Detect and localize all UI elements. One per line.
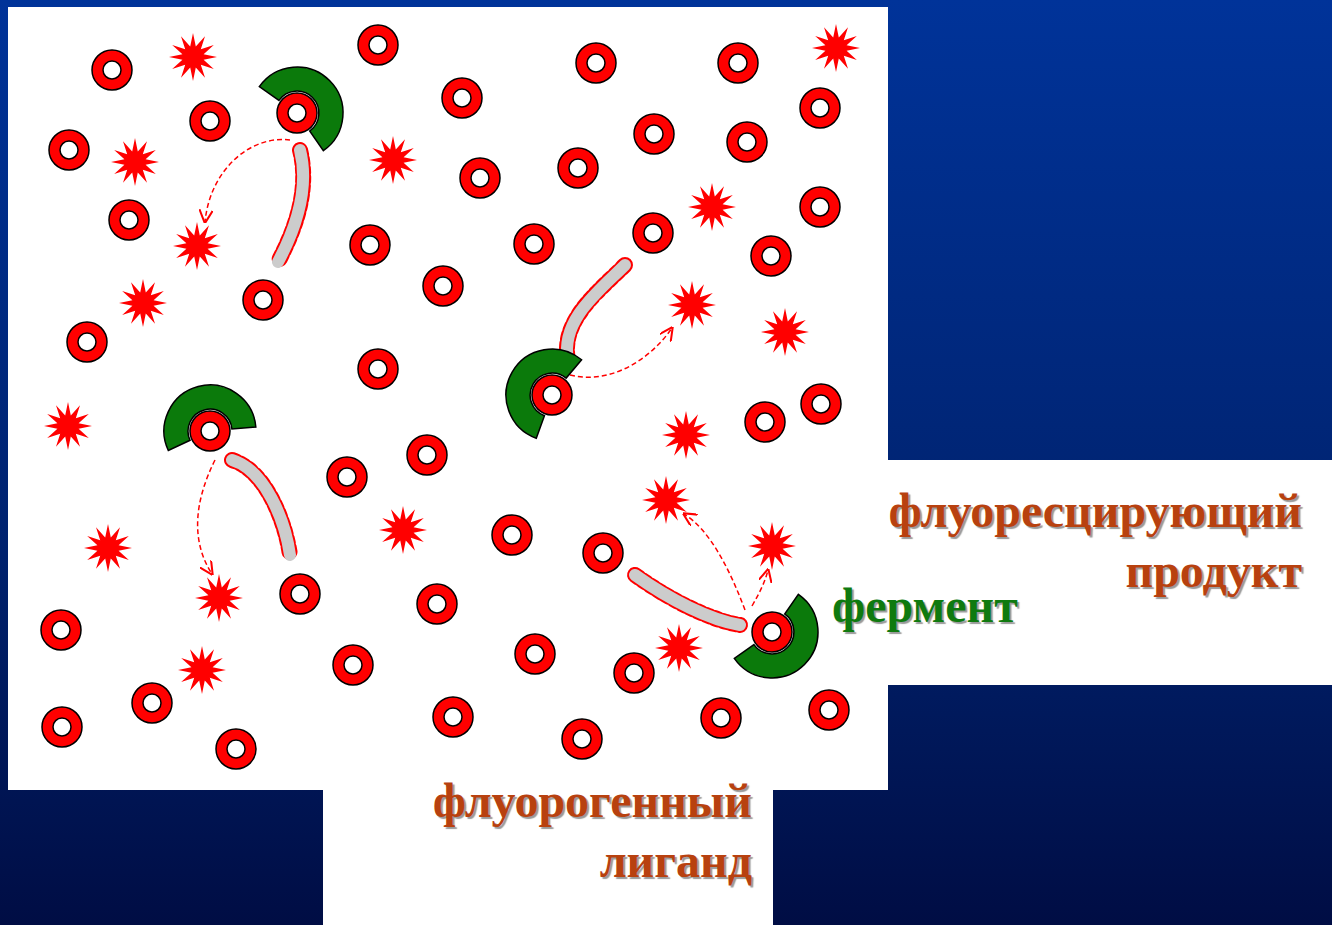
- ligand-ring: [800, 88, 840, 128]
- ligand-ring: [216, 729, 256, 769]
- ligand-ring: [190, 411, 230, 451]
- dashed-arrow: [684, 514, 745, 610]
- ligand-ring: [633, 213, 673, 253]
- enzyme-shape: [489, 332, 582, 439]
- product-star: [369, 136, 417, 184]
- ligand-ring: [277, 93, 317, 133]
- product-star: [119, 279, 167, 327]
- enzyme-shape: [734, 594, 837, 697]
- enzyme-shape: [154, 375, 257, 451]
- ligand-ring: [634, 114, 674, 154]
- ligand-ring: [49, 130, 89, 170]
- ligand-ring: [407, 435, 447, 475]
- product-star: [668, 281, 716, 329]
- product-band: [635, 575, 740, 625]
- ligand-ring: [423, 266, 463, 306]
- product-star: [178, 646, 226, 694]
- enzyme-label: фермент: [832, 576, 1018, 636]
- product-band-outline: [278, 150, 303, 262]
- dashed-arrow: [205, 140, 290, 222]
- ligand-ring: [460, 158, 500, 198]
- product-band-outline: [567, 265, 625, 360]
- ligand-ring: [280, 574, 320, 614]
- product-star: [812, 24, 860, 72]
- dashed-arrow: [570, 328, 672, 377]
- product-star: [84, 524, 132, 572]
- product-band-outline: [635, 575, 740, 625]
- ligand-ring: [800, 187, 840, 227]
- ligand-ring: [614, 653, 654, 693]
- ligand-ring: [41, 610, 81, 650]
- product-star: [761, 308, 809, 356]
- enzyme: [259, 48, 362, 151]
- ligand-ring: [801, 384, 841, 424]
- dashed-arrow: [198, 460, 215, 574]
- product-star: [379, 506, 427, 554]
- product-star: [688, 183, 736, 231]
- ligand-ring: [751, 236, 791, 276]
- enzyme: [154, 375, 257, 451]
- product-star: [169, 33, 217, 81]
- ligand-ring: [190, 101, 230, 141]
- dashed-arrow: [752, 570, 768, 606]
- ligand-ring: [333, 645, 373, 685]
- product-band: [278, 150, 303, 262]
- product-star: [44, 402, 92, 450]
- ligand-ring: [92, 50, 132, 90]
- ligand-ring: [442, 78, 482, 118]
- ligand-ring: [109, 200, 149, 240]
- ligand-ring: [718, 43, 758, 83]
- enzyme: [489, 332, 582, 439]
- ligand-ring: [358, 25, 398, 65]
- ligand-ring: [515, 634, 555, 674]
- ligand-ring: [492, 515, 532, 555]
- ligand-ring: [809, 690, 849, 730]
- ligand-ring: [532, 375, 572, 415]
- ligand-ring: [583, 533, 623, 573]
- product-star: [655, 624, 703, 672]
- ligand-ring: [752, 612, 792, 652]
- ligand-ring: [358, 349, 398, 389]
- ligand-ring: [350, 225, 390, 265]
- enzyme: [734, 594, 837, 697]
- product-star: [748, 522, 796, 570]
- product-band: [232, 460, 290, 555]
- product-star: [662, 411, 710, 459]
- ligand-ring: [433, 697, 473, 737]
- product-star: [642, 476, 690, 524]
- ligand-ring: [576, 43, 616, 83]
- ligand-ring: [745, 402, 785, 442]
- ligand-ring: [562, 719, 602, 759]
- ligand-ring: [243, 280, 283, 320]
- ligand-ring: [327, 457, 367, 497]
- ligand-ring: [67, 322, 107, 362]
- ligand-ring: [727, 122, 767, 162]
- product-band: [567, 265, 625, 360]
- ligand-label: флуорогенный лиганд: [433, 771, 752, 891]
- ligand-ring: [417, 584, 457, 624]
- product-star: [195, 574, 243, 622]
- product-band-outline: [232, 460, 290, 555]
- product-star: [111, 138, 159, 186]
- ligand-ring: [701, 698, 741, 738]
- ligand-ring: [514, 224, 554, 264]
- product-star: [173, 222, 221, 270]
- white-panel: [888, 460, 1332, 685]
- ligand-ring: [42, 707, 82, 747]
- ligand-ring: [558, 148, 598, 188]
- white-panel: [8, 7, 888, 790]
- enzyme-shape: [259, 48, 362, 151]
- ligand-ring: [132, 683, 172, 723]
